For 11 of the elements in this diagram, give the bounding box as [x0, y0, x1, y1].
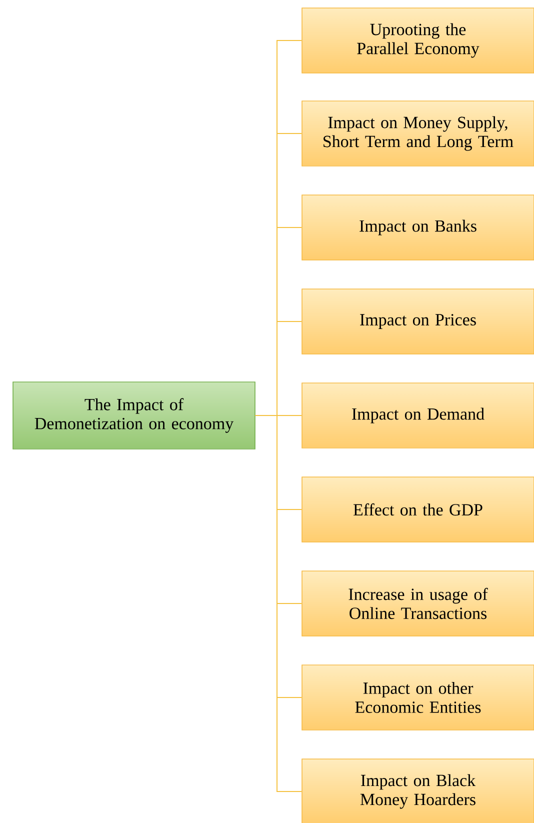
topic-box: Impact on Demand	[302, 382, 534, 448]
topic-box: Impact on Banks	[302, 194, 534, 260]
topic-box: Effect on the GDP	[302, 476, 534, 542]
topic-box: Impact on Money Supply, Short Term and Long Term	[302, 100, 534, 166]
topic-box: Increase in usage of Online Transactions	[302, 570, 534, 636]
topic-box: Uprooting the Parallel Economy	[302, 8, 534, 74]
topic-box: Impact on Prices	[302, 288, 534, 354]
topic-box: Impact on other Economic Entities	[302, 664, 534, 730]
root-box: The Impact of Demonetization on economy	[12, 382, 256, 450]
topic-box: Impact on Black Money Hoarders	[302, 758, 534, 823]
connector	[254, 415, 302, 792]
